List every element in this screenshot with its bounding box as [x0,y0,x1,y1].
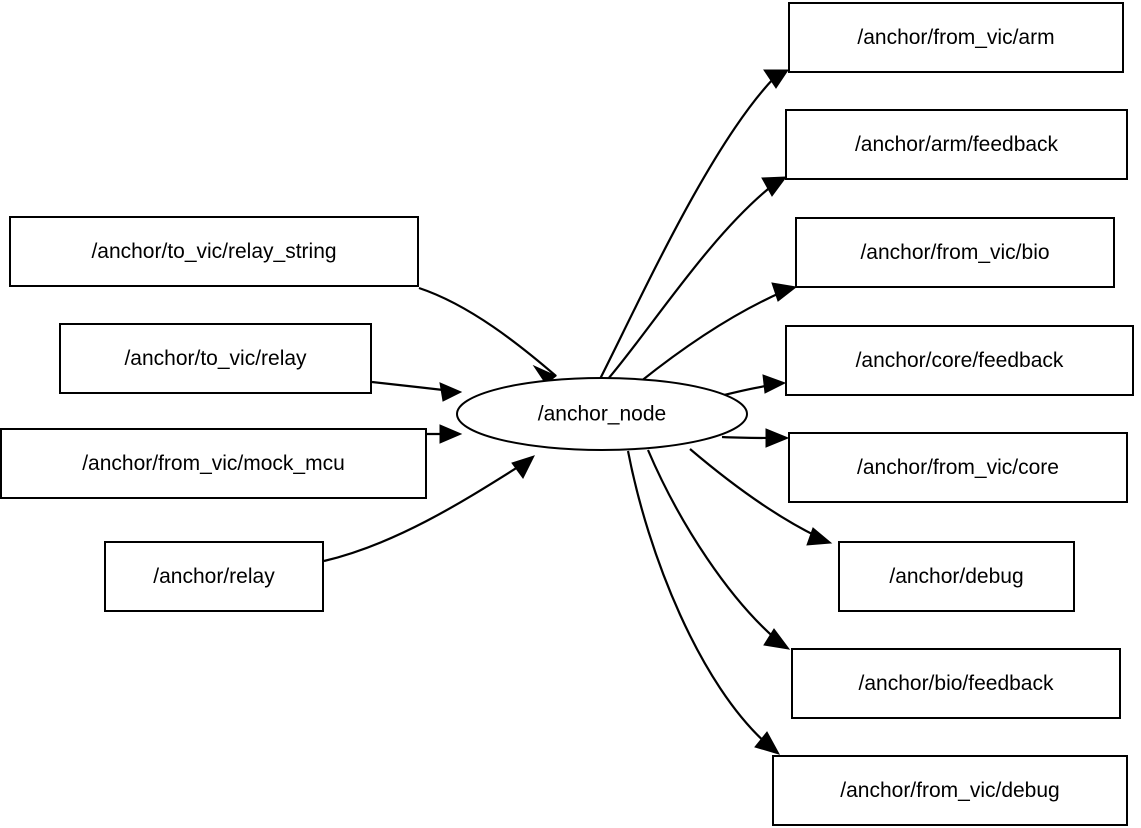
arrowhead-icon [771,282,798,302]
node-box[interactable] [59,323,372,394]
edge-to_vic_relay-to-anchor_node [371,380,463,402]
edge-anchor_node-to-debug [689,448,833,546]
topic-node-from_vic_bio[interactable]: /anchor/from_vic/bio [795,217,1115,288]
arrowhead-icon [763,628,791,650]
topic-node-from_vic_mock_mcu[interactable]: /anchor/from_vic/mock_mcu [0,428,427,499]
edge-line [323,461,527,563]
arrowhead-icon [511,455,535,479]
node-ellipse[interactable] [456,377,748,451]
node-label: /anchor/from_vic/arm [857,26,1054,49]
node-label: /anchor/debug [889,565,1023,588]
topic-node-from_vic_debug[interactable]: /anchor/from_vic/debug [772,755,1128,826]
node-label: /anchor/to_vic/relay [124,347,307,370]
arrowhead-icon [439,382,463,402]
topic-node-arm_feedback[interactable]: /anchor/arm/feedback [785,109,1128,180]
node-box[interactable] [772,755,1128,826]
edge-anchor_node-to-from_vic_debug [626,450,781,755]
topic-node-debug[interactable]: /anchor/debug [838,541,1075,612]
edge-relay-to-anchor_node [323,455,535,563]
edge-to_vic_relay_string-to-anchor_node [418,286,557,385]
node-label: /anchor/from_vic/bio [860,241,1049,264]
topic-node-to_vic_relay_string[interactable]: /anchor/to_vic/relay_string [9,216,419,287]
edge-line [607,184,774,380]
node-label: /anchor/from_vic/core [857,456,1059,479]
node-label: /anchor/arm/feedback [855,133,1059,156]
edge-anchor_node-to-bio_feedback [646,449,791,650]
node-box[interactable] [785,109,1128,180]
node-label: /anchor/bio/feedback [859,672,1054,695]
topic-node-from_vic_arm[interactable]: /anchor/from_vic/arm [788,2,1124,73]
edge-line [646,449,779,642]
edge-anchor_node-to-arm_feedback [607,176,788,380]
edges-layer [323,69,833,755]
node-label: /anchor/to_vic/relay_string [91,240,336,263]
edge-line [599,77,775,380]
node-box[interactable] [795,217,1115,288]
arrowhead-icon [763,69,789,89]
topic-node-core_feedback[interactable]: /anchor/core/feedback [785,325,1134,396]
node-box[interactable] [785,325,1134,396]
edge-anchor_node-to-from_vic_core [721,428,790,448]
node-box[interactable] [104,541,324,612]
node-label: /anchor/from_vic/mock_mcu [82,452,345,475]
edge-line [626,450,769,746]
node-label: /anchor/relay [153,565,275,588]
node-box[interactable] [791,648,1121,719]
node-box[interactable] [0,428,427,499]
arrowhead-icon [765,428,790,448]
edge-line [689,448,819,538]
topic-node-bio_feedback[interactable]: /anchor/bio/feedback [791,648,1121,719]
node-box[interactable] [788,432,1128,503]
topic-node-relay[interactable]: /anchor/relay [104,541,324,612]
arrowhead-icon [806,527,833,546]
edge-line [418,286,557,377]
arrowhead-icon [754,731,781,755]
edge-from_vic_mock_mcu-to-anchor_node [427,424,463,444]
arrowhead-icon [762,374,787,394]
edge-anchor_node-to-from_vic_arm [599,69,789,380]
topic-node-from_vic_core[interactable]: /anchor/from_vic/core [788,432,1128,503]
node-label: /anchor/from_vic/debug [840,779,1059,802]
node-box[interactable] [838,541,1075,612]
center-node-anchor_node[interactable]: /anchor_node [456,377,748,451]
arrowhead-icon [761,176,788,197]
edge-anchor_node-to-core_feedback [719,374,787,398]
arrowhead-icon [439,424,463,444]
edge-line [639,290,783,383]
node-box[interactable] [9,216,419,287]
node-box[interactable] [788,2,1124,73]
center-node-label: /anchor_node [538,403,666,426]
node-label: /anchor/core/feedback [856,349,1064,372]
topic-node-to_vic_relay[interactable]: /anchor/to_vic/relay [59,323,372,394]
edge-anchor_node-to-from_vic_bio [639,282,798,383]
